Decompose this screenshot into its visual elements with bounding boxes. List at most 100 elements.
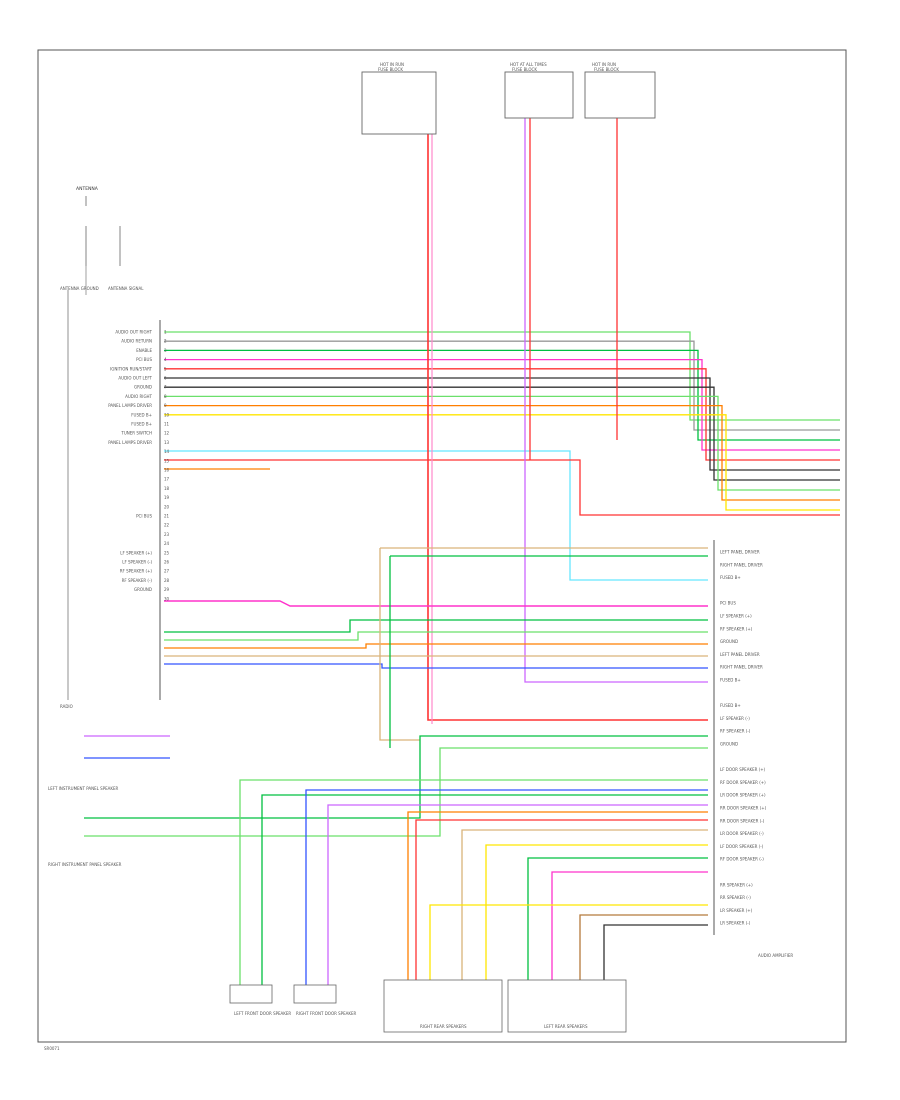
door-speaker-wire [527,857,708,985]
radio-pin-number: 14 [164,449,170,454]
amplifier-pin-label: RR SPEAKER (-) [720,895,751,900]
radio-pin-number: 16 [164,468,170,473]
radio-pin-label: IGNITION RUN/START [110,366,152,371]
radio-pin-label: GROUND [134,385,152,390]
amplifier-pin-label: LR DOOR SPEAKER (-) [720,831,764,836]
door-speaker-wire [415,819,708,985]
amplifier-pin-label: LF SPEAKER (-) [720,716,750,721]
radio-pin-label: LF SPEAKER (+) [120,550,152,555]
figure-id: SR0071 [44,1046,60,1051]
pci-bus-wire [164,600,708,607]
radio-pin-label: PANEL LAMPS DRIVER [108,403,152,408]
radio-pin-number: 3 [164,348,167,353]
fuse-box-hot-in-run-2 [584,71,656,119]
door-speaker-wire [551,871,708,985]
radio-label: RADIO [60,704,73,709]
left-front-door-label: LEFT FRONT DOOR SPEAKER [234,1011,291,1016]
top-box-sub-1: FUSE BLOCK [378,67,403,72]
amplifier-pin-label: RF SPEAKER (+) [720,626,753,631]
amplifier-pin-label: FUSED B+ [720,678,741,683]
radio-pin-number: 24 [164,541,170,546]
radio-pin-label: PCI BUS [136,357,152,362]
fuse-feed-violet [524,118,708,683]
amplifier-pin-label: RR DOOR SPEAKER (-) [720,818,765,823]
amplifier-pin-label: RIGHT PANEL DRIVER [720,665,763,670]
amplifier-pin-label: RF DOOR SPEAKER (-) [720,857,764,862]
radio-pin-number: 17 [164,477,170,482]
right-front-door-speaker [293,984,337,1004]
right-rear-label: RIGHT REAR SPEAKERS [420,1024,467,1029]
radio-pin-label: FUSED B+ [131,422,152,427]
amplifier-pin-label: GROUND [720,742,738,747]
radio-pin-label: AUDIO RIGHT [125,394,152,399]
radio-pin-label: AUDIO OUT LEFT [118,376,152,381]
left-rear-speakers [507,979,627,1033]
radio-pin-number: 10 [164,412,170,417]
radio-pin-number: 6 [164,376,167,381]
amplifier-pin-label: FUSED B+ [720,575,741,580]
radio-pin-number: 4 [164,357,167,362]
right-tweeter-wire-a [84,735,708,819]
radio-pin-number: 7 [164,385,167,390]
radio-pin-number: 8 [164,394,167,399]
antenna-label: ANTENNA [76,186,99,192]
radio-pin-number: 20 [164,504,170,509]
radio-pin-label: LF SPEAKER (-) [122,560,152,565]
tuner-wire-red [164,459,840,516]
radio-pin-number: 15 [164,458,170,463]
radio-harness-wire [164,331,840,421]
amplifier-pin-label: RIGHT PANEL DRIVER [720,562,763,567]
radio-harness-wire [164,349,840,441]
amplifier-pin-label: RF DOOR SPEAKER (+) [720,780,766,785]
fuse-box-hot-at-all-times [504,71,574,119]
antenna-signal-label: ANTENNA SIGNAL [108,286,144,291]
amplifier-pin-label: RR SPEAKER (+) [720,882,753,887]
radio-pin-label: RF SPEAKER (-) [122,578,153,583]
diagram-frame [37,49,847,1043]
radio-pin-label: PANEL LAMPS DRIVER [108,440,152,445]
radio-harness-wire [164,377,840,471]
wire-layer [84,118,840,985]
amplifier-label: AUDIO AMPLIFIER [758,953,793,958]
radio-pin-number: 12 [164,431,170,436]
fuse-box-hot-in-run-1 [361,71,437,135]
door-speaker-wire [239,779,708,985]
radio-pin-number: 30 [164,596,170,601]
amplifier-pin-label: LF SPEAKER (+) [720,614,752,619]
door-speaker-wire [327,804,708,985]
amplifier-pin-label: LEFT PANEL DRIVER [720,550,760,555]
radio-to-amp-speaker-wire [164,643,708,649]
radio-pin-number: 28 [164,578,170,583]
amplifier-pin-label: LR SPEAKER (-) [720,921,751,926]
amplifier-pin-label: LF DOOR SPEAKER (+) [720,767,766,772]
radio-pin-number: 27 [164,569,170,574]
radio-pin-number: 19 [164,495,170,500]
door-speaker-wire [485,844,708,985]
radio-pin-number: 21 [164,514,170,519]
radio-pin-label: AUDIO RETURN [121,339,152,344]
amplifier-pin-label: PCI BUS [720,601,736,606]
rear-speaker-wire [429,904,708,980]
door-speaker-wire [407,811,708,985]
radio-pin-number: 18 [164,486,170,491]
radio-pin-label: TUNER SWITCH [120,431,152,436]
amplifier-pin-label: GROUND [720,639,738,644]
door-speaker-wire [461,829,708,985]
top-box-sub-2: FUSE BLOCK [512,67,537,72]
radio-pin-label: AUDIO OUT RIGHT [115,330,152,335]
rear-speaker-wire [579,914,708,980]
radio-harness-wire [164,404,840,501]
right-front-door-label: RIGHT FRONT DOOR SPEAKER [296,1011,357,1016]
top-box-sub-3: FUSE BLOCK [594,67,619,72]
top-box-title-1: HOT IN RUN [380,62,404,67]
left-tweeter-label: LEFT INSTRUMENT PANEL SPEAKER [48,786,119,791]
amplifier-pin-label: RF SPEAKER (-) [720,729,751,734]
radio-pin-number: 5 [164,366,167,371]
amplifier-pin-label: LF DOOR SPEAKER (-) [720,844,764,849]
radio-pin-number: 23 [164,532,170,537]
amp-wire-tan-drop [379,548,420,741]
tuner-wire-cyan [164,450,708,581]
radio-to-amp-speaker-wire [164,631,708,641]
